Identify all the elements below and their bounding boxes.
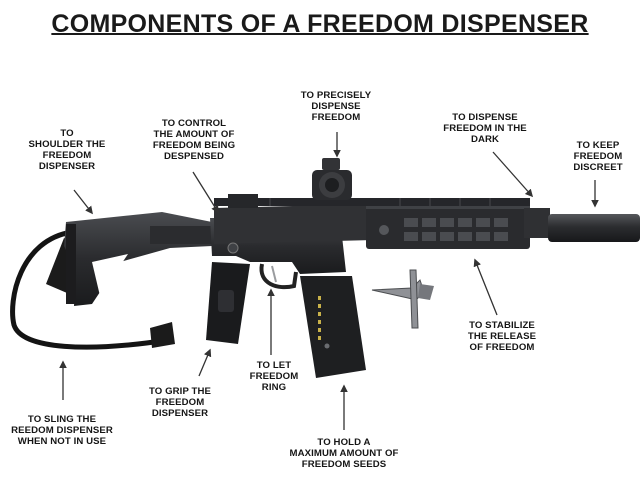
label-selector: TO CONTROL THE AMOUNT OF FREEDOM BEING D… <box>152 118 236 162</box>
arrow-grip <box>198 348 212 377</box>
arrow-selector <box>192 171 219 214</box>
label-light: TO DISPENSE FREEDOM IN THE DARK <box>443 112 527 145</box>
label-suppressor: TO KEEP FREEDOM DISCREET <box>573 140 623 173</box>
label-grip: TO GRIP THE FREEDOM DISPENSER <box>148 386 212 419</box>
handguard <box>366 203 530 249</box>
buffer-tube <box>150 226 220 244</box>
label-optic: TO PRECISELY DISPENSE FREEDOM <box>300 90 372 123</box>
arrow-bipod <box>473 258 498 316</box>
sling <box>10 229 171 350</box>
arrow-stock <box>73 189 93 215</box>
arrow-light <box>492 151 534 198</box>
label-magazine: TO HOLD A MAXIMUM AMOUNT OF FREEDOM SEED… <box>289 437 399 470</box>
label-stock: TO SHOULDER THE FREEDOM DISPENSER <box>28 128 106 172</box>
gas-block <box>524 208 550 238</box>
label-sling: TO SLING THE REEDOM DISPENSER WHEN NOT I… <box>11 414 113 447</box>
bipod-part <box>371 269 434 329</box>
rear-sight <box>228 194 258 208</box>
upper-receiver <box>214 204 374 244</box>
red-dot-optic <box>312 158 352 200</box>
suppressor <box>548 214 640 242</box>
magazine <box>300 276 366 378</box>
safety-selector <box>227 242 239 254</box>
diagram-title: COMPONENTS OF A FREEDOM DISPENSER <box>51 10 589 38</box>
label-bipod: TO STABILIZE THE RELEASE OF FREEDOM <box>467 320 537 353</box>
top-rail <box>214 198 530 206</box>
trigger-guard <box>259 263 298 290</box>
label-trigger-guard: TO LET FREEDOM RING <box>249 360 299 393</box>
